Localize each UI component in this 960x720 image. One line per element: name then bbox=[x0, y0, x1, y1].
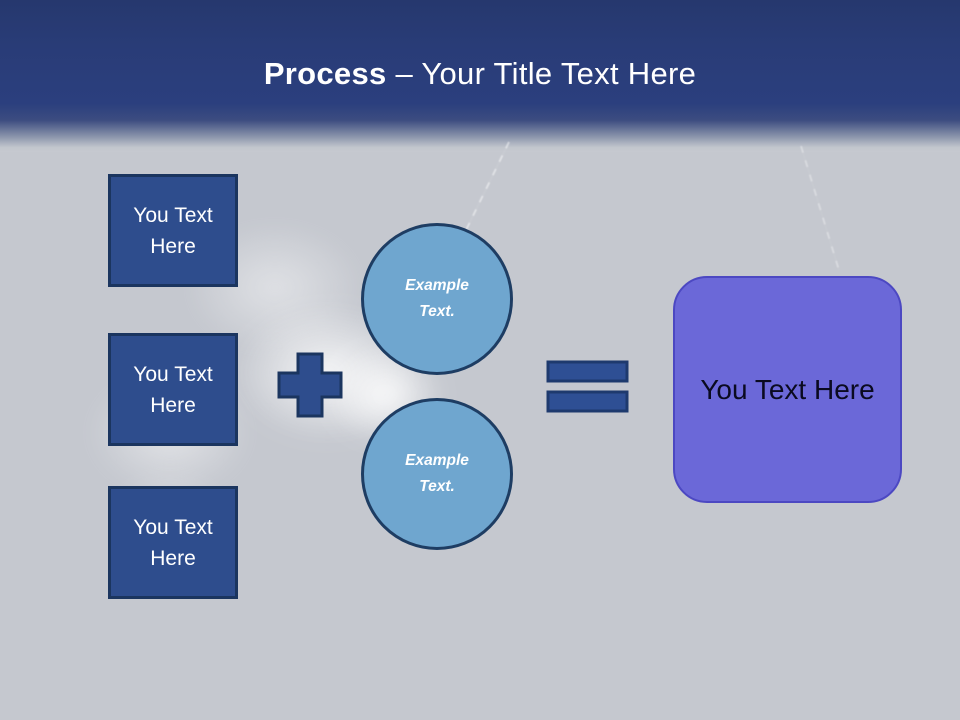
plus-icon bbox=[277, 352, 343, 423]
result-box: You Text Here bbox=[673, 276, 902, 503]
slide-title-subtitle: – Your Title Text Here bbox=[386, 56, 697, 91]
title-band bbox=[0, 0, 960, 152]
equals-icon bbox=[546, 360, 630, 420]
example-circle-2-label: Example Text. bbox=[405, 452, 469, 495]
input-box-2: You Text Here bbox=[108, 333, 238, 446]
result-box-label: You Text Here bbox=[700, 373, 875, 405]
example-circle-2: Example Text. bbox=[361, 398, 513, 550]
example-circle-1-label: Example Text. bbox=[405, 277, 469, 320]
example-circle-1: Example Text. bbox=[361, 223, 513, 375]
slide-title: Process – Your Title Text Here bbox=[0, 54, 960, 94]
input-box-2-label: You Text Here bbox=[133, 362, 213, 417]
contrail-streak bbox=[800, 145, 840, 271]
slide-title-keyword: Process bbox=[263, 56, 387, 91]
input-box-3-label: You Text Here bbox=[133, 515, 213, 570]
input-box-1-label: You Text Here bbox=[133, 203, 213, 258]
input-box-3: You Text Here bbox=[108, 486, 238, 599]
input-box-1: You Text Here bbox=[108, 174, 238, 287]
